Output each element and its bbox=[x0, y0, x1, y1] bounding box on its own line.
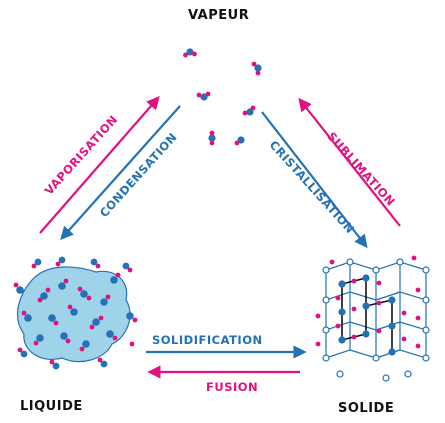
state-label-vapeur: VAPEUR bbox=[188, 8, 250, 23]
state-label-liquide: LIQUIDE bbox=[20, 399, 83, 414]
arrow-cristallisation bbox=[261, 111, 368, 249]
arrow-condensation bbox=[60, 105, 181, 240]
arrow-sublimation bbox=[298, 97, 401, 227]
ice-crystal-icon bbox=[315, 255, 430, 382]
arrow-vaporisation bbox=[39, 96, 160, 234]
transition-label-fusion: FUSION bbox=[206, 380, 259, 394]
liquid-water-icon bbox=[13, 256, 138, 370]
transition-label-solidification: SOLIDIFICATION bbox=[152, 333, 263, 347]
vapor-molecules-icon bbox=[183, 48, 262, 146]
state-label-solide: SOLIDE bbox=[338, 401, 395, 416]
